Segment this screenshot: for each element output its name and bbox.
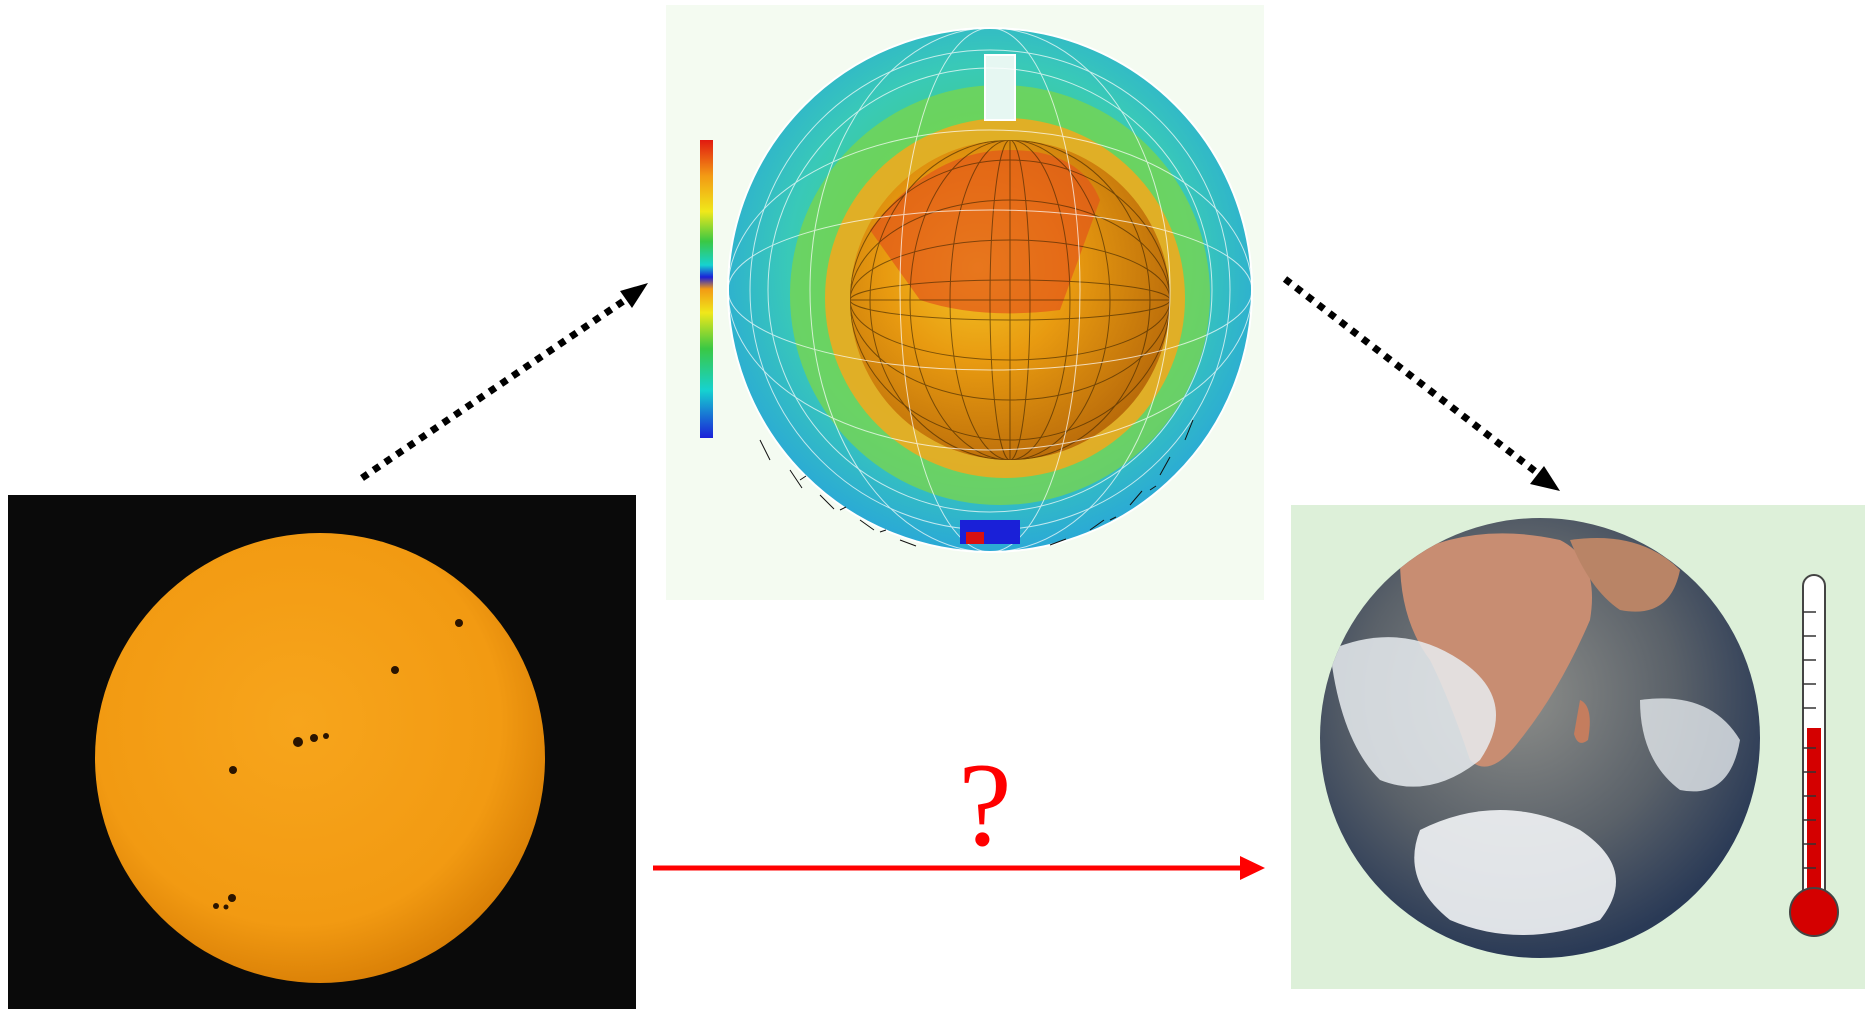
sunspot [213,903,219,909]
sunspot [293,737,303,747]
dotted-arrow-shaft [360,295,630,481]
arrow-sun-to-earth [653,856,1265,880]
earth-panel [1291,505,1865,989]
earth-cloud-right [1640,698,1740,792]
earth-madagascar [1574,700,1590,743]
earth-continent-arabia [1570,538,1680,612]
climate-model-panel [666,5,1264,600]
color-scale-bar [700,140,713,438]
arrowhead-icon [1240,856,1265,880]
sun-disk [95,533,545,983]
earth-continent-africa [1400,533,1592,767]
earth-surface-features [1330,533,1740,935]
thermometer-icon [1789,574,1839,937]
thermometer-level-fill [1807,728,1821,918]
arrowhead-icon [1530,466,1560,491]
dotted-arrow-shaft [1282,276,1543,478]
model-core-hot-region [870,150,1100,314]
sunspots [213,619,463,910]
question-mark: ? [958,738,1011,871]
sunspot [310,734,318,742]
sunspot [323,733,329,739]
sun-panel [8,495,636,1009]
model-bottom-section-hot [966,532,984,544]
thermometer-ticks [1803,611,1816,869]
sunspot [455,619,463,627]
sunspot [391,666,399,674]
arrow-model-to-earth [1282,276,1560,491]
arrow-sun-to-model [360,283,648,481]
earth-cloud-band [1330,637,1496,787]
model-cutaway-notch [984,54,1016,121]
model-wind-vectors [759,419,1194,547]
sunspot [228,894,236,902]
thermometer-bulb [1789,887,1839,937]
arrowhead-icon [620,283,648,308]
sunspot [229,766,237,774]
sunspot [223,904,229,910]
model-core-grid [850,140,1170,460]
earth-cloud-swirl [1414,810,1616,935]
